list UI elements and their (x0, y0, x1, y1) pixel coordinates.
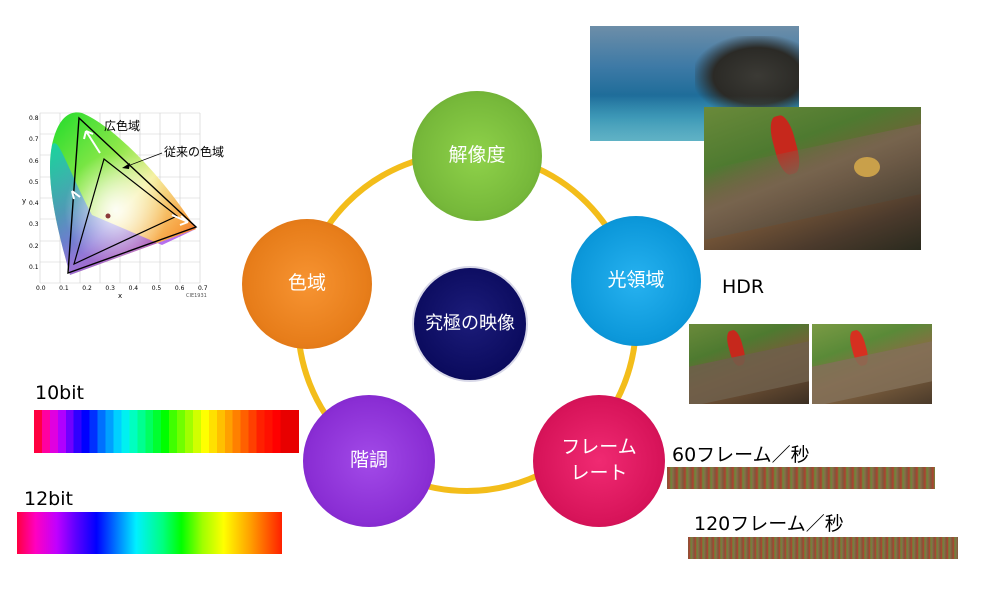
gamut-arrow-blue (71, 190, 81, 200)
cie-source-label: CIE1931 (186, 293, 207, 299)
frame-rate-60-label: 60フレーム／秒 (672, 444, 810, 466)
gradation-node: 階調 (303, 395, 435, 527)
coast-photo (590, 26, 799, 141)
hdr-label: HDR (722, 276, 765, 298)
gradation-label: 階調 (349, 449, 388, 472)
cie-x-tick: 0.3 (105, 285, 115, 292)
cie-x-ticks: 0.0 0.1 0.2 0.3 0.4 0.5 0.6 0.7 (36, 285, 208, 292)
cie-y-tick: 0.1 (29, 264, 39, 272)
cie-y-tick: 0.8 (29, 115, 39, 122)
cie-y-tick: 0.3 (29, 221, 39, 229)
cie-chromaticity-diagram: 0.8 0.7 0.6 0.5 0.4 0.3 0.2 0.1 y 0.0 0.… (22, 105, 225, 305)
cie-x-tick: 0.6 (174, 285, 185, 292)
cie-x-tick: 0.2 (82, 285, 92, 292)
dynamic-range-label: 光領域 (607, 269, 665, 292)
cie-y-tick: 0.4 (29, 200, 39, 208)
gamut-label: 色域 (287, 272, 326, 295)
dynamic-range-node: 光領域 (571, 216, 701, 346)
frame-rate-node: フレーム レート (533, 395, 665, 527)
cie-y-axis-label: y (22, 197, 27, 205)
bit-depth-12-label: 12bit (24, 488, 73, 510)
cie-y-tick: 0.6 (29, 157, 39, 165)
snail-photo (704, 107, 921, 250)
cie-y-tick: 0.5 (29, 178, 39, 186)
frame-strip-60fps (667, 467, 935, 489)
white-point (105, 213, 111, 219)
hdr-compare-photo-left (689, 324, 809, 404)
conventional-gamut-label: 従来の色域 (164, 145, 225, 159)
resolution-label: 解像度 (448, 144, 506, 167)
conventional-pointer (124, 152, 163, 168)
cie-x-tick: 0.0 (36, 285, 46, 292)
gradient-bar-10bit (34, 410, 299, 453)
gamut-node: 色域 (242, 219, 372, 349)
cie-y-tick: 0.2 (29, 242, 39, 250)
resolution-node: 解像度 (412, 91, 542, 221)
frame-strip-120fps (688, 537, 958, 559)
gamut-arrow-green (83, 130, 101, 154)
cie-x-axis-label: x (118, 292, 123, 300)
cie-x-tick: 0.4 (128, 285, 139, 292)
frame-rate-label-line1: フレーム (561, 436, 637, 459)
center-label: 究極の映像 (425, 312, 515, 334)
frame-rate-label-line2: レート (570, 462, 628, 484)
cie-x-tick: 0.7 (197, 285, 208, 292)
conventional-gamut-triangle (73, 157, 179, 266)
hdr-compare-photo-right (812, 324, 932, 404)
wide-gamut-label: 広色域 (104, 119, 141, 133)
gamut-arrow-red (171, 214, 189, 226)
frame-rate-120-label: 120フレーム／秒 (694, 513, 844, 535)
bit-depth-10-label: 10bit (35, 382, 84, 404)
cie-y-ticks: 0.8 0.7 0.6 0.5 0.4 0.3 0.2 0.1 (29, 108, 39, 278)
center-node: 究極の映像 (412, 266, 528, 382)
cie-y-tick: 0.7 (29, 136, 39, 144)
gradient-bar-12bit (17, 512, 282, 554)
cie-x-tick: 0.1 (59, 285, 69, 292)
cie-diagram-svg (39, 112, 201, 284)
cie-x-tick: 0.5 (151, 285, 162, 292)
